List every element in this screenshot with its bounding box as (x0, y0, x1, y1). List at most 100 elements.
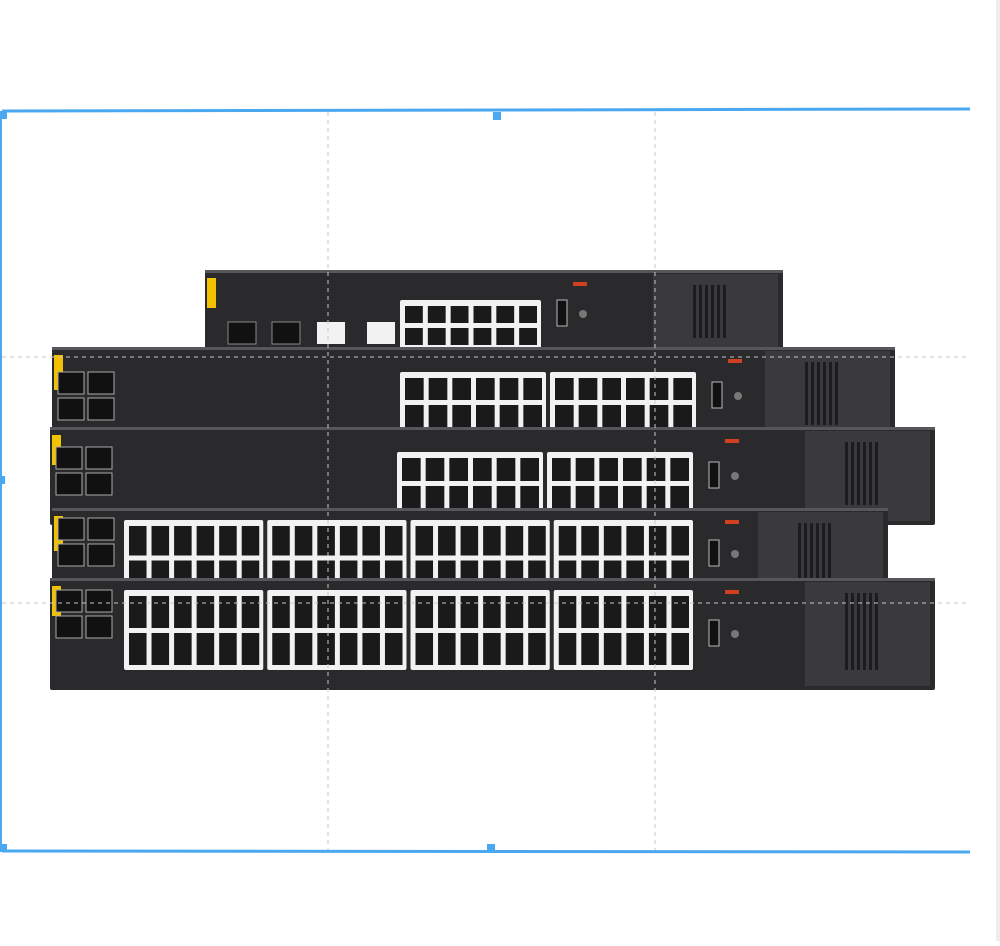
rj45-port (450, 306, 469, 323)
rj45-port (673, 405, 692, 427)
vent-slot (822, 523, 825, 580)
resize-handle[interactable] (493, 112, 501, 120)
rj45-port (317, 526, 335, 556)
resize-handle[interactable] (0, 476, 5, 484)
rj45-port (505, 526, 524, 556)
rj45-port (428, 405, 448, 427)
rj45-port (317, 633, 335, 665)
vent-slot (869, 442, 872, 505)
mgmt-port (367, 322, 395, 344)
rj45-port (520, 486, 539, 509)
rj45-port (670, 458, 689, 481)
rj45-port (427, 306, 446, 323)
rj45-port (425, 486, 445, 509)
rj45-port (552, 486, 571, 509)
rj45-port (339, 633, 358, 665)
rj45-port (581, 633, 599, 665)
rj45-port (575, 486, 595, 509)
rj45-port (496, 458, 516, 481)
rj45-port (450, 328, 469, 345)
switch-side-panel (805, 582, 930, 686)
vent-slot (845, 442, 848, 505)
sfp-port (57, 517, 85, 541)
vent-slot (805, 362, 808, 425)
rj45-port (496, 486, 516, 509)
rj45-port (648, 633, 667, 665)
rj45-port (602, 405, 621, 427)
vent-slot (811, 362, 814, 425)
rj45-port (603, 526, 622, 556)
resize-handle[interactable] (0, 111, 7, 119)
rj45-port (384, 596, 403, 628)
usb-port (708, 619, 720, 647)
rj45-port (405, 405, 424, 427)
vent-slot (693, 285, 696, 338)
rj45-port (581, 526, 599, 556)
rj45-port (219, 526, 237, 556)
rj45-port (174, 596, 192, 628)
vent-slot (798, 523, 801, 580)
brand-label (725, 439, 739, 443)
rj45-port (339, 596, 358, 628)
sfp-port (227, 321, 257, 345)
rj45-port (151, 633, 170, 665)
rj45-port (241, 526, 260, 556)
sfp-port (87, 543, 115, 567)
vent-slot (869, 593, 872, 670)
brand-label (728, 359, 742, 363)
rj45-port (648, 526, 667, 556)
rj45-port (626, 526, 644, 556)
rj45-port (523, 405, 542, 427)
network-switch (50, 427, 935, 525)
switch-top-edge (52, 508, 888, 511)
rj45-port (294, 596, 313, 628)
rj45-port (505, 633, 524, 665)
vent-slot (857, 593, 860, 670)
resize-handle[interactable] (487, 844, 495, 852)
rj45-port (473, 306, 492, 323)
reset-button (731, 472, 739, 480)
rj45-port (626, 378, 645, 400)
rj45-port (449, 486, 468, 509)
rj45-port (405, 306, 423, 323)
rj45-port (626, 405, 645, 427)
reset-button (579, 310, 587, 318)
resize-handle[interactable] (0, 844, 7, 852)
brand-label (725, 590, 739, 594)
vent-slot (717, 285, 720, 338)
sfp-port (57, 397, 85, 421)
usb-port (711, 381, 723, 409)
vent-slot (810, 523, 813, 580)
scrollbar[interactable] (996, 0, 1000, 941)
sfp-port (85, 446, 113, 470)
rj45-port (520, 458, 539, 481)
rj45-port (272, 596, 290, 628)
sfp-port (57, 543, 85, 567)
rj45-port (626, 633, 644, 665)
rj45-port (129, 526, 147, 556)
rj45-port (555, 378, 574, 400)
rj45-port (558, 633, 577, 665)
rj45-port (294, 526, 313, 556)
vent-slot (863, 593, 866, 670)
vent-slot (851, 593, 854, 670)
vent-slot (723, 285, 726, 338)
sfp-port (55, 615, 83, 639)
rj45-port (519, 328, 537, 345)
sfp-port (85, 589, 113, 613)
sfp-port (271, 321, 301, 345)
rj45-port (555, 405, 574, 427)
rj45-port (499, 378, 519, 400)
rj45-port (196, 526, 215, 556)
rj45-port (174, 526, 192, 556)
rj45-port (151, 526, 170, 556)
rj45-port (496, 306, 515, 323)
switch-top-edge (52, 347, 895, 350)
vent-slot (851, 442, 854, 505)
vent-slot (829, 362, 832, 425)
rj45-port (626, 596, 644, 628)
rj45-port (294, 633, 313, 665)
rj45-port (523, 378, 542, 400)
rj45-port (578, 405, 598, 427)
